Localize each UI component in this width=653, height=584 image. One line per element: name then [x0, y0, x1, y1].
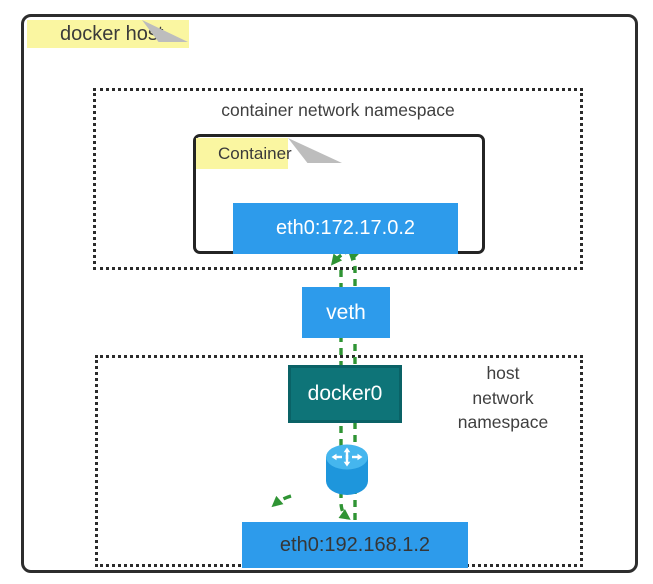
veth-node: veth: [302, 287, 390, 338]
container-box: Container eth0:172.17.0.2: [193, 134, 485, 254]
router-icon: [325, 444, 369, 496]
docker0-bridge-node: docker0: [288, 365, 402, 423]
container-eth0-node: eth0:172.17.0.2: [233, 203, 458, 254]
docker-host-box: [21, 14, 638, 573]
docker-host-label-text: docker host: [60, 23, 164, 45]
container-label-text: Container: [218, 144, 292, 163]
container-network-namespace-title: container network namespace: [221, 100, 455, 120]
host-eth0-node: eth0:192.168.1.2: [242, 522, 468, 568]
container-network-namespace-box: container network namespace: [93, 88, 583, 270]
host-network-namespace-title: host network namespace: [457, 363, 549, 432]
container-label: Container: [196, 138, 292, 169]
folded-corner-icon: [288, 138, 342, 163]
